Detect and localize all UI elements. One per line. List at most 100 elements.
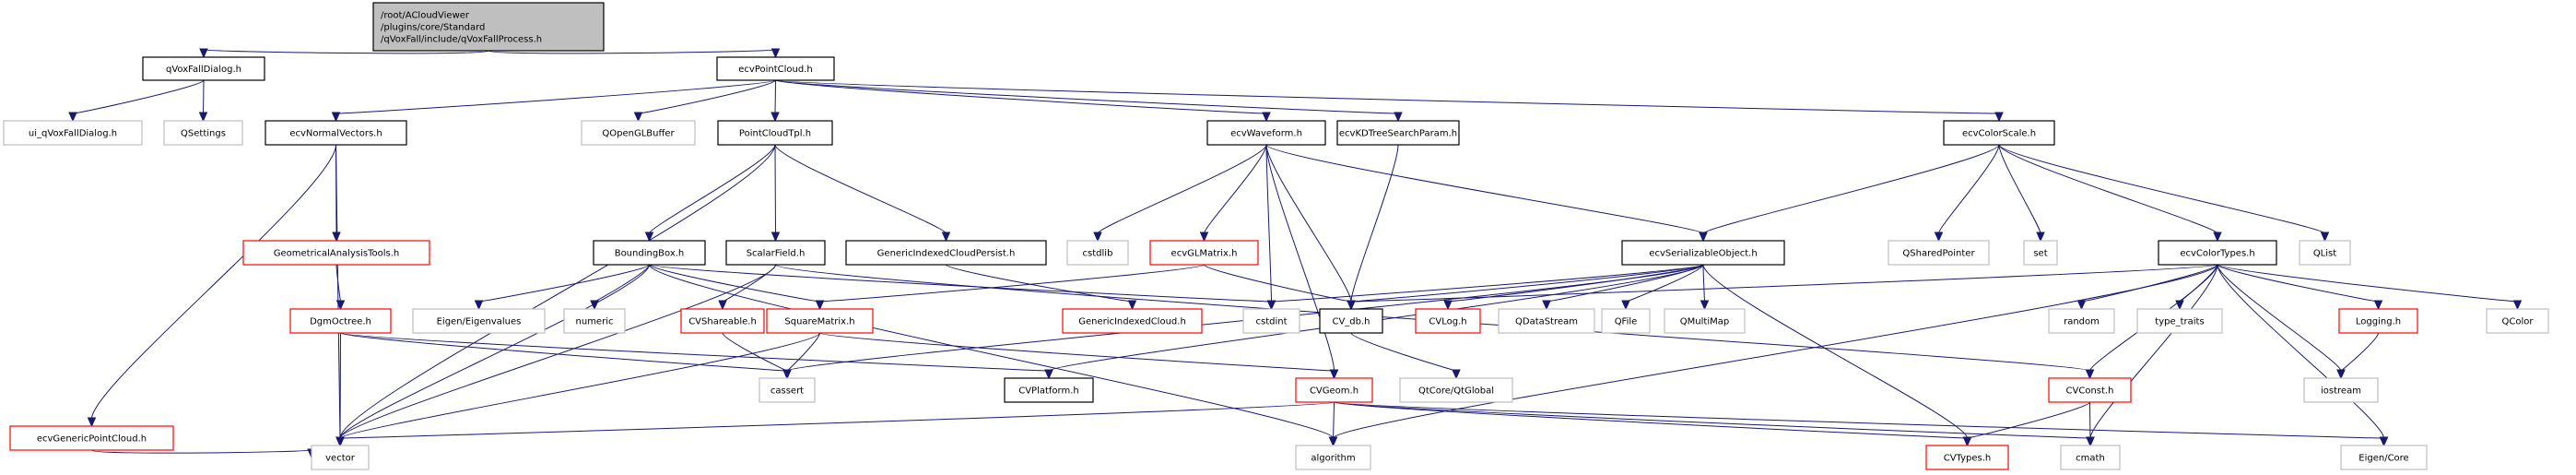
edge-line	[339, 144, 776, 439]
edge-line	[1265, 144, 1335, 372]
node-cvlog[interactable]: CVLog.h	[1415, 308, 1481, 334]
edge-ecv-kdtree-search-param-to-cv-db	[1347, 144, 1399, 311]
edge-line	[1334, 401, 2091, 439]
node-bounding-box[interactable]: BoundingBox.h	[593, 240, 706, 266]
node-ecv-waveform[interactable]: ecvWaveform.h	[1206, 120, 1326, 146]
node-label: ecvGLMatrix.h	[1171, 249, 1238, 259]
edge-square-matrix-to-cvgeom	[819, 332, 1339, 380]
edge-line	[339, 332, 341, 439]
arrowhead-icon	[68, 112, 77, 123]
node-dgm-octree[interactable]: DgmOctree.h	[289, 308, 392, 334]
edge-cvgeom-to-algorithm	[1328, 401, 1338, 447]
edge-line	[340, 332, 1050, 372]
arrowhead-icon	[2512, 300, 2523, 311]
node-qshared-pointer: QSharedPointer	[1888, 240, 1990, 266]
edge-line	[203, 49, 489, 54]
node-cvshareable[interactable]: CVShareable.h	[680, 308, 765, 334]
node-box	[372, 2, 605, 52]
edge-line	[649, 264, 1334, 439]
node-box	[242, 240, 430, 266]
node-scalar-field[interactable]: ScalarField.h	[725, 240, 826, 266]
edge-ecv-point-cloud-to-ecv-color-scale	[775, 79, 2004, 123]
node-qlist: QList	[2299, 240, 2351, 266]
node-box	[563, 308, 626, 334]
nodes-layer: /root/ACloudViewer/plugins/core/Standard…	[3, 2, 2549, 470]
node-numeric: numeric	[563, 308, 626, 334]
node-label: SquareMatrix.h	[784, 317, 854, 327]
node-cmath: cmath	[2060, 445, 2121, 470]
node-label: PointCloudTpl.h	[739, 129, 811, 139]
edge-line	[1271, 264, 1704, 303]
edge-line	[1204, 144, 1267, 234]
node-ecv-color-types[interactable]: ecvColorTypes.h	[2158, 240, 2277, 266]
edge-line	[774, 144, 776, 234]
node-square-matrix[interactable]: SquareMatrix.h	[766, 308, 874, 334]
node-ecv-normal-vectors[interactable]: ecvNormalVectors.h	[265, 120, 407, 146]
arrowhead-icon	[87, 417, 97, 428]
node-cv-db[interactable]: CV_db.h	[1319, 308, 1383, 334]
arrowhead-icon	[198, 112, 208, 123]
node-cvplatform[interactable]: CVPlatform.h	[1004, 377, 1094, 403]
edge-line	[1350, 332, 1457, 372]
edge-point-cloud-tpl-to-bounding-box	[644, 144, 776, 243]
node-label: DgmOctree.h	[310, 317, 371, 327]
edge-ecv-serializable-object-to-cvtypes	[1702, 264, 1972, 447]
node-cvgeom[interactable]: CVGeom.h	[1295, 377, 1373, 403]
arrowhead-icon	[2213, 232, 2222, 243]
node-cvconst[interactable]: CVConst.h	[2048, 377, 2132, 403]
node-box	[2338, 308, 2418, 334]
node-box	[759, 377, 816, 403]
arrowhead-icon	[770, 48, 781, 59]
arrowhead-icon	[1994, 112, 2004, 123]
node-geometrical-analysis-tools[interactable]: GeometricalAnalysisTools.h	[242, 240, 430, 266]
edge-line	[335, 79, 776, 114]
edge-geometrical-analysis-tools-to-dgm-octree	[335, 264, 346, 311]
node-ecv-serializable-object[interactable]: ecvSerializableObject.h	[1621, 240, 1785, 266]
arrowhead-icon	[1443, 300, 1453, 311]
edge-square-matrix-to-vector	[335, 332, 820, 447]
arrowhead-icon	[1262, 112, 1271, 123]
edge-dgm-octree-to-vector	[335, 332, 345, 447]
node-qt-global: QtCore/QtGlobal	[1399, 377, 1513, 403]
edge-line	[339, 264, 650, 439]
node-box	[9, 425, 174, 451]
edge-bounding-box-to-vector	[335, 264, 650, 447]
edge-ecv-color-scale-to-ecv-serializable-object	[1699, 144, 2000, 243]
edge-line	[594, 264, 650, 303]
node-label: CVGeom.h	[1310, 386, 1359, 397]
edge-ecv-serializable-object-to-cstdint	[1266, 264, 1704, 311]
edge-point-cloud-tpl-to-scalar-field	[770, 144, 781, 243]
edge-line	[1938, 144, 2000, 234]
node-q-vox-fall-dialog[interactable]: qVoxFallDialog.h	[142, 56, 265, 81]
edge-ecv-normal-vectors-to-ecv-generic-point-cloud	[87, 144, 336, 428]
arrowhead-icon	[2076, 300, 2087, 311]
node-ecv-generic-point-cloud[interactable]: ecvGenericPointCloud.h	[9, 425, 174, 451]
node-point-cloud-tpl[interactable]: PointCloudTpl.h	[717, 120, 833, 146]
edge-line	[649, 264, 1272, 303]
edge-line	[2340, 332, 2379, 372]
edge-generic-indexed-cloud-persist-to-generic-indexed-cloud	[946, 264, 1137, 311]
node-box	[2340, 445, 2428, 470]
node-label: type_traits	[2155, 317, 2204, 327]
node-generic-indexed-cloud[interactable]: GenericIndexedCloud.h	[1062, 308, 1203, 334]
edge-ecv-point-cloud-to-qopen-glbuffer	[633, 79, 776, 123]
node-cvtypes[interactable]: CVTypes.h	[1925, 445, 2009, 470]
node-ecv-color-scale[interactable]: ecvColorScale.h	[1943, 120, 2055, 146]
node-logging[interactable]: Logging.h	[2338, 308, 2418, 334]
arrowhead-icon	[718, 300, 727, 311]
node-generic-indexed-cloud-persist[interactable]: GenericIndexedCloudPersist.h	[845, 240, 1047, 266]
node-ecv-point-cloud[interactable]: ecvPointCloud.h	[716, 56, 835, 81]
edge-root-to-q-vox-fall-dialog	[199, 48, 489, 59]
node-ecv-glmatrix[interactable]: ecvGLMatrix.h	[1149, 240, 1259, 266]
edge-line	[91, 449, 312, 454]
edge-line	[1334, 401, 1968, 439]
node-ecv-kdtree-search-param[interactable]: ecvKDTreeSearchParam.h	[1336, 120, 1460, 146]
arrowhead-icon	[2336, 369, 2346, 380]
node-root[interactable]: /root/ACloudViewer/plugins/core/Standard…	[372, 2, 605, 52]
edge-line	[1702, 264, 1705, 303]
edge-ecv-color-types-to-iostream	[2217, 264, 2346, 380]
edges-layer	[68, 48, 2523, 459]
node-label: QSharedPointer	[1902, 249, 1975, 259]
node-box	[289, 308, 392, 334]
node-label: /root/ACloudViewer	[381, 11, 470, 21]
